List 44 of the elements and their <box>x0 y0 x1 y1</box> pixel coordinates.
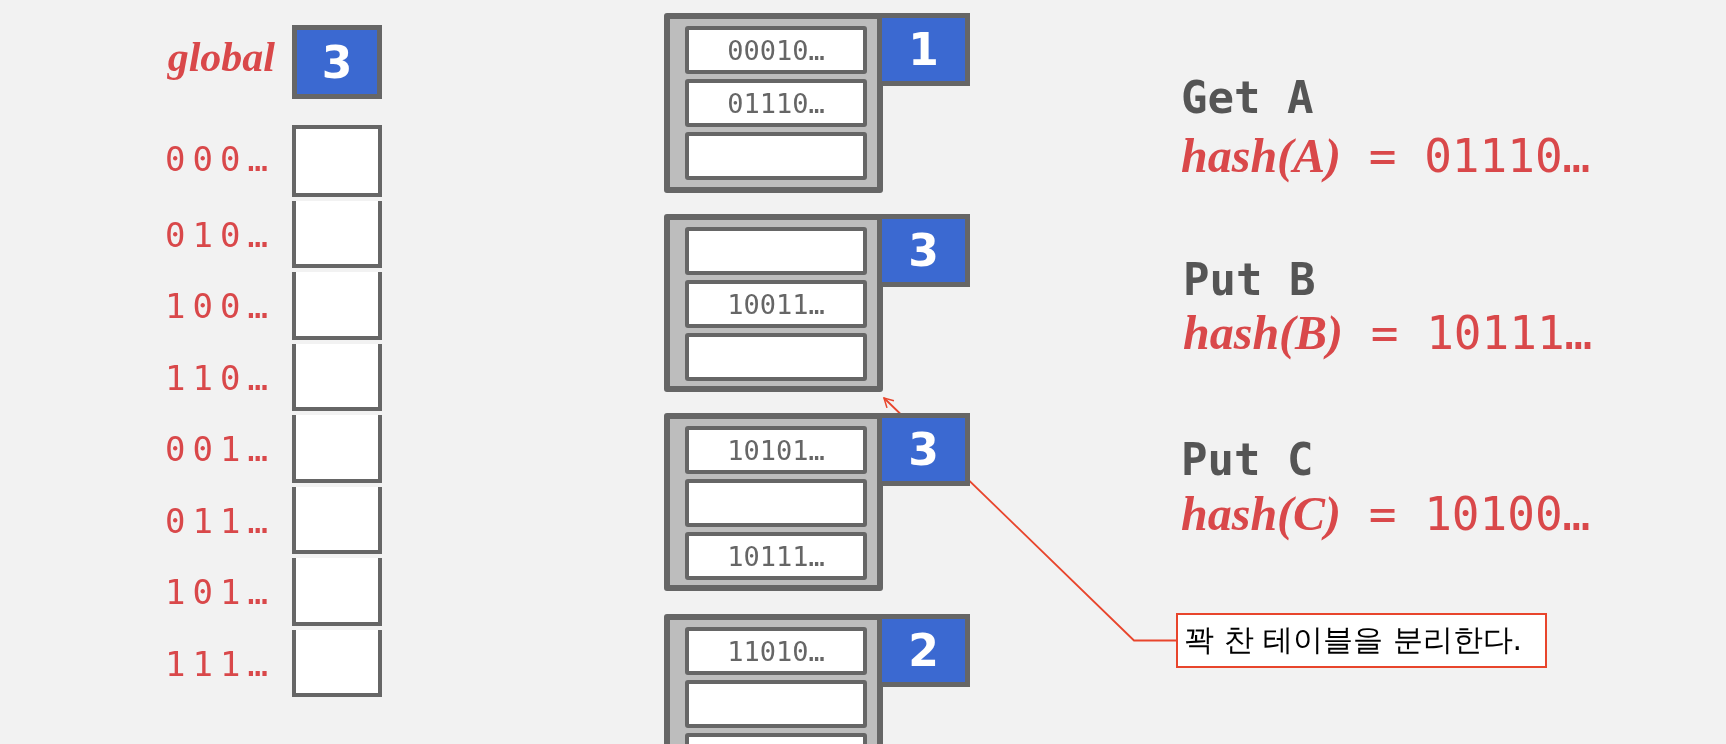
hash-formula: hash(B) = 10111… <box>1183 305 1593 360</box>
bucket-box <box>664 13 883 193</box>
prefix-label: 111… <box>165 643 275 684</box>
operation-label: Put B <box>1183 254 1316 305</box>
directory-slot <box>292 343 382 411</box>
operation-label: Put C <box>1181 434 1314 485</box>
slot-box <box>685 333 867 381</box>
slot-box: 10011… <box>685 280 867 328</box>
slot-box <box>685 680 867 728</box>
depth-box: 3 <box>877 214 970 287</box>
slot-box: 11010… <box>685 627 867 675</box>
prefix-label: 011… <box>165 500 275 541</box>
slot-box <box>685 227 867 275</box>
prefix-label: 100… <box>165 286 275 326</box>
prefix-label: 101… <box>165 572 275 612</box>
bucket-box <box>664 214 883 392</box>
prefix-label: 110… <box>165 357 275 398</box>
hash-formula: hash(A) = 01110… <box>1181 128 1591 183</box>
directory-slot <box>292 415 382 483</box>
depth-box: 2 <box>877 614 970 687</box>
operation-label: Get A <box>1181 72 1314 123</box>
hash-formula: hash(C) = 10100… <box>1181 486 1591 541</box>
directory-slot <box>292 486 382 554</box>
slot-box: 10101… <box>685 426 867 474</box>
depth-box: 3 <box>292 25 382 99</box>
slot-box <box>685 479 867 527</box>
global-label: global <box>167 33 275 81</box>
prefix-label: 010… <box>165 214 275 255</box>
depth-box: 3 <box>877 413 970 486</box>
directory-slot <box>292 272 382 340</box>
depth-box: 1 <box>877 13 970 86</box>
prefix-label: 000… <box>165 139 275 179</box>
directory-slot <box>292 629 382 697</box>
bucket-box <box>664 413 883 591</box>
directory-slot <box>292 558 382 626</box>
slot-box: 10111… <box>685 532 867 580</box>
slot-box: 01110… <box>685 79 867 127</box>
prefix-label: 001… <box>165 429 275 469</box>
directory-slot <box>292 200 382 268</box>
callout-box: 꽉 찬 테이블을 분리한다. <box>1176 613 1547 668</box>
directory-slot <box>292 125 382 197</box>
bucket-box <box>664 614 883 744</box>
slot-box: 00010… <box>685 26 867 74</box>
slot-box <box>685 132 867 180</box>
